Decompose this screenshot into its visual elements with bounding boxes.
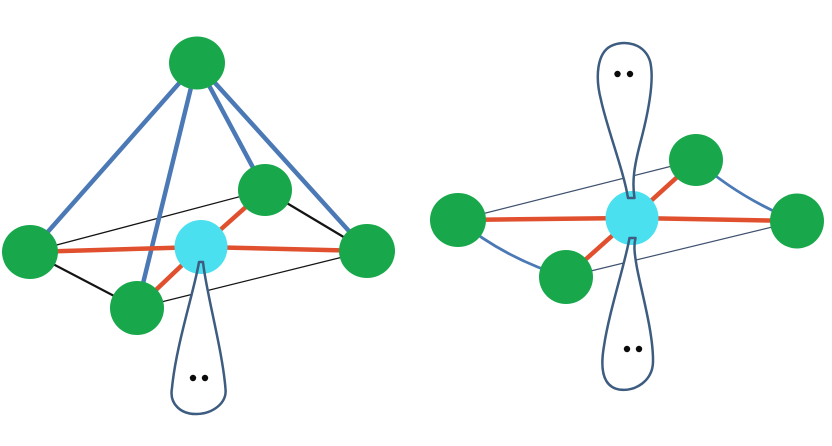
lone-pair-lobe-outline <box>170 260 227 416</box>
bond-blue <box>194 60 370 254</box>
lone-pair-lobe-fill <box>171 262 226 415</box>
electron-dot <box>626 70 634 78</box>
square-pyramidal-structure <box>2 36 395 416</box>
frame-edge <box>457 159 697 221</box>
electron-dot <box>635 345 643 353</box>
electron-dot <box>614 70 621 78</box>
electron-dot <box>201 374 209 382</box>
square-planar-structure <box>430 41 824 392</box>
frame-edge <box>29 189 266 253</box>
ligand-atom <box>2 225 58 279</box>
lone-pair-lobe-fill <box>597 42 652 199</box>
bond-blue <box>134 60 200 311</box>
central-atom <box>605 191 659 245</box>
electron-dot <box>623 345 631 353</box>
bond-red <box>27 244 204 255</box>
bond-blue <box>27 60 200 255</box>
ligand-atom <box>238 164 292 216</box>
ligand-atom <box>430 193 486 247</box>
ligand-atom <box>169 36 225 90</box>
ligand-atom <box>770 193 824 249</box>
frame-edge <box>136 250 368 309</box>
ligand-atom <box>669 134 723 186</box>
bond-red <box>455 215 635 223</box>
lone-pair-lobe-outline <box>601 236 655 392</box>
ligand-atom <box>339 224 395 278</box>
lone-pair-lobe-outline <box>596 41 653 200</box>
ligand-atom <box>110 281 164 335</box>
ligand-atom <box>539 250 593 304</box>
bond-red <box>629 215 800 224</box>
central-atom <box>174 220 228 274</box>
electron-dot <box>189 374 197 382</box>
frame-edge <box>565 220 798 278</box>
